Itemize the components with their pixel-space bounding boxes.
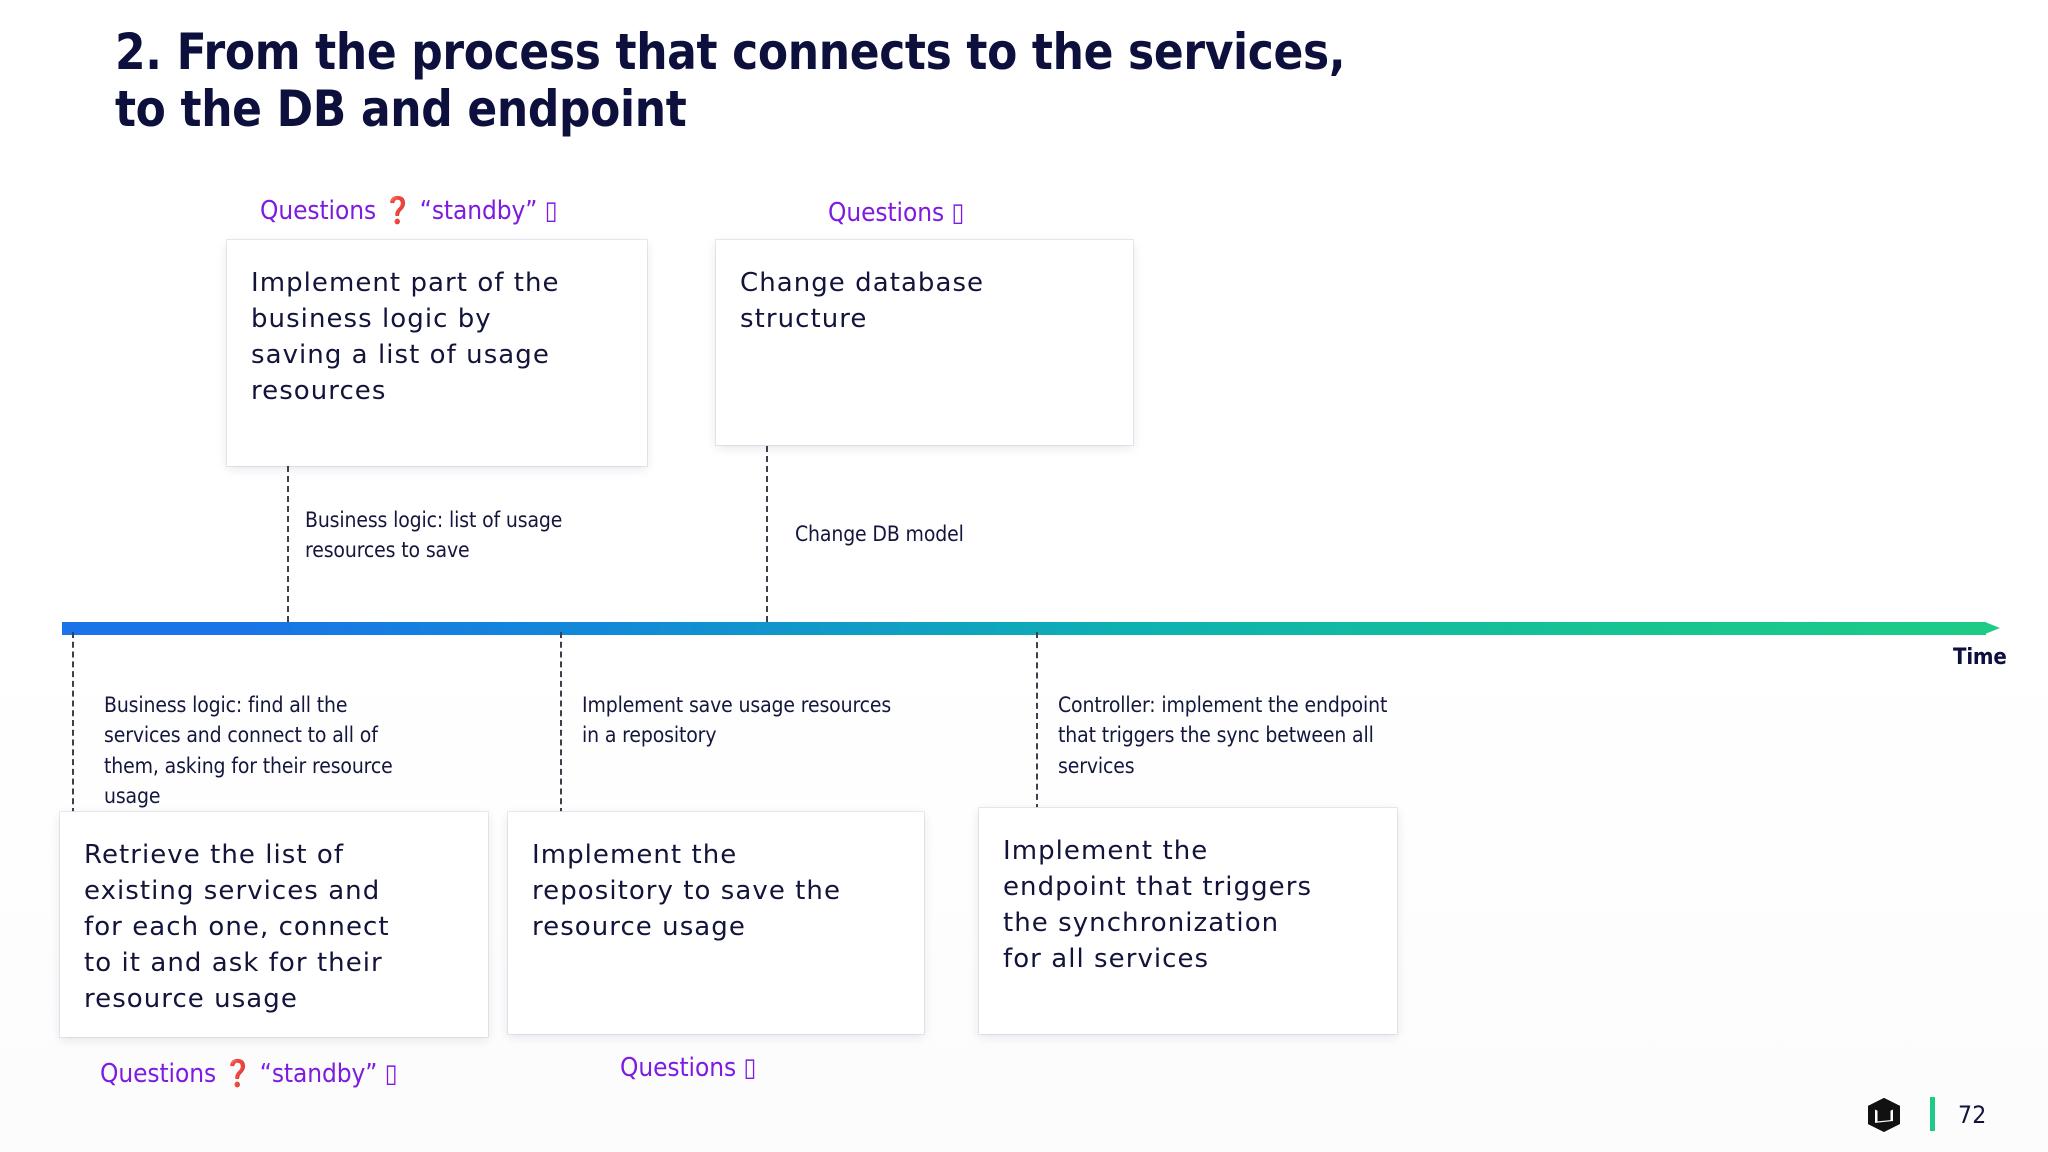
- cube-logo-icon: [1864, 1095, 1904, 1135]
- questions-label-top-left: Questions ❓ “standby” ▯: [260, 196, 558, 226]
- task-card-text: Change database structure: [740, 268, 985, 334]
- task-card-text: Implement the repository to save the res…: [532, 840, 841, 942]
- questions-label-bottom-middle: Questions ▯: [620, 1053, 757, 1083]
- task-card-above-1: Implement part of the business logic by …: [227, 240, 647, 466]
- arrow-right-icon: [1985, 622, 2000, 634]
- task-card-below-1: Retrieve the list of existing services a…: [60, 812, 488, 1037]
- connector-line-above-1: [287, 466, 289, 632]
- annotation-below-1: Business logic: find all the services an…: [104, 693, 393, 809]
- page-number: 72: [1958, 1101, 1987, 1129]
- timeline-axis-label: Time: [1953, 645, 2007, 670]
- annotation-below-3: Controller: implement the endpoint that …: [1058, 693, 1388, 778]
- connector-line-below-1: [72, 632, 74, 814]
- annotation-above-1: Business logic: list of usage resources …: [305, 508, 563, 563]
- task-card-above-2: Change database structure: [716, 240, 1133, 445]
- footer-separator: [1930, 1097, 1935, 1131]
- annotation-below-2: Implement save usage resources in a repo…: [582, 693, 892, 748]
- task-card-text: Implement part of the business logic by …: [251, 268, 560, 406]
- task-card-below-2: Implement the repository to save the res…: [508, 812, 924, 1034]
- task-card-text: Retrieve the list of existing services a…: [84, 840, 390, 1014]
- page-title: 2. From the process that connects to the…: [115, 23, 1346, 138]
- questions-label-top-middle: Questions ▯: [828, 198, 965, 228]
- connector-line-above-2: [766, 446, 768, 632]
- questions-label-bottom-left: Questions ❓ “standby” ▯: [100, 1059, 398, 1089]
- connector-line-below-3: [1036, 632, 1038, 810]
- task-card-text: Implement the endpoint that triggers the…: [1003, 836, 1313, 974]
- connector-line-below-2: [560, 632, 562, 814]
- timeline-bar: [62, 622, 1986, 635]
- task-card-below-3: Implement the endpoint that triggers the…: [979, 808, 1397, 1034]
- timeline-axis: [62, 622, 2000, 635]
- annotation-above-2: Change DB model: [795, 522, 964, 546]
